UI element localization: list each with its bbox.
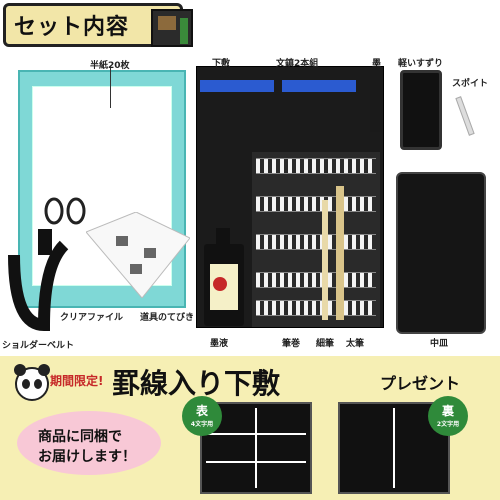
dropper-image — [455, 96, 475, 136]
label-case: 中皿 — [430, 339, 449, 349]
note-line-2: お届けします！ — [38, 449, 136, 465]
roll-band — [256, 158, 376, 174]
thin-brush-image — [322, 200, 328, 320]
paper-weight-2 — [282, 80, 356, 92]
label-shoulder-belt: ショルダーベルト — [2, 341, 75, 351]
label-dropper: スポイト — [452, 79, 489, 89]
shoulder-belt-image — [8, 229, 69, 332]
front-label: 表 — [195, 404, 208, 418]
promo-present: プレゼント — [380, 374, 461, 393]
label-paper: 半紙20枚 — [90, 61, 130, 71]
label-inkstone: 軽いすずり — [398, 59, 444, 69]
label-thick-brush: 太筆 — [346, 339, 365, 349]
inkstone-image — [400, 70, 442, 150]
leader-line — [110, 68, 111, 108]
carabiner-icon — [44, 197, 86, 225]
paper-weight-1 — [200, 80, 274, 92]
thick-brush-image — [336, 186, 344, 320]
roll-band — [256, 196, 376, 212]
ink-box-icon — [151, 9, 193, 47]
label-felt: 下敷 — [212, 59, 231, 69]
label-guide: 道具のてびき — [140, 313, 195, 323]
label-ink-stick: 墨 — [372, 59, 382, 69]
note-line-1: 商品に同梱で — [38, 429, 122, 445]
label-brush-roll: 筆巻 — [282, 339, 301, 349]
back-sub: 2文字用 — [436, 421, 460, 428]
label-thin-brush: 細筆 — [316, 339, 335, 349]
label-weights: 文鎮2本組 — [276, 59, 319, 69]
guide-booklet-image — [86, 212, 190, 298]
roll-band — [256, 300, 376, 316]
front-sub: 4文字用 — [190, 421, 214, 428]
label-liquid-ink: 墨液 — [210, 339, 229, 349]
roll-band — [256, 234, 376, 250]
roll-band — [256, 272, 376, 288]
ink-stick-image — [370, 80, 382, 132]
speech-bubble — [17, 411, 161, 475]
back-badge: 裏 2文字用 — [428, 396, 468, 436]
page-title: セット内容 — [14, 15, 130, 40]
ink-bottle-image — [204, 228, 244, 326]
panda-icon — [14, 364, 50, 401]
label-clear-file: クリアファイル — [60, 313, 124, 323]
front-badge: 表 4文字用 — [182, 396, 222, 436]
promo-title: 罫線入り下敷 — [112, 367, 281, 400]
case-image — [396, 172, 486, 334]
promo-badge: 期間限定! — [50, 374, 104, 388]
back-label: 裏 — [441, 404, 454, 418]
